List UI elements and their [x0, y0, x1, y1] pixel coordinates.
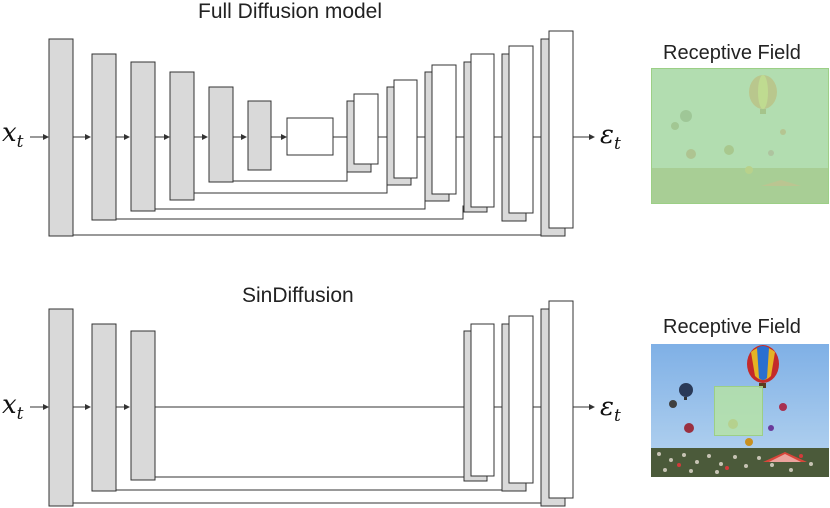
receptive-field-overlay: [714, 386, 763, 436]
top-decoder-blocks: [346, 30, 574, 237]
bottom-encoder-blocks: [48, 308, 156, 507]
bottom-decoder-block-3: [548, 300, 574, 499]
top-receptive-field-image: [651, 68, 829, 204]
top-input-label: xt: [2, 118, 24, 153]
bottom-receptive-field-label: Receptive Field: [663, 316, 801, 338]
top-encoder-block-4: [169, 71, 195, 201]
bottom-balloon-main: [747, 345, 779, 388]
top-decoder-block-3: [431, 64, 457, 195]
top-decoder-block-1: [353, 93, 379, 165]
top-diagram-title: Full Diffusion model: [198, 0, 383, 23]
top-encoder-block-3: [130, 61, 156, 212]
bottom-decoder-block-2: [508, 315, 534, 484]
bottom-input-label: xt: [2, 390, 24, 425]
bottom-decoder-block-1: [470, 323, 495, 477]
top-encoder-block-5: [208, 86, 234, 183]
top-encoder-blocks: [48, 38, 272, 237]
top-encoder-block-6: [247, 100, 272, 171]
top-receptive-field-label: Receptive Field: [663, 42, 801, 64]
top-decoder-block-4: [470, 53, 495, 208]
top-decoder-block-5: [508, 45, 534, 214]
top-decoder-block-6: [548, 30, 574, 229]
bottom-decoder-blocks: [463, 300, 574, 507]
bottom-encoder-block-3: [130, 330, 156, 481]
top-bottleneck-block: [286, 117, 334, 156]
bottom-unet: [30, 300, 595, 507]
bottom-receptive-field-image: [651, 344, 829, 477]
top-output-label: εt: [600, 120, 621, 155]
top-encoder-block-1: [48, 38, 74, 237]
bottom-encoder-block-1: [48, 308, 74, 507]
top-decoder-block-2: [393, 79, 418, 179]
bottom-encoder-block-2: [91, 323, 117, 492]
bottom-diagram-title: SinDiffusion: [242, 284, 354, 307]
crowd-dots: [657, 452, 813, 474]
bottom-output-label: εt: [600, 392, 621, 427]
top-unet: [30, 30, 595, 237]
top-encoder-block-2: [91, 53, 117, 221]
